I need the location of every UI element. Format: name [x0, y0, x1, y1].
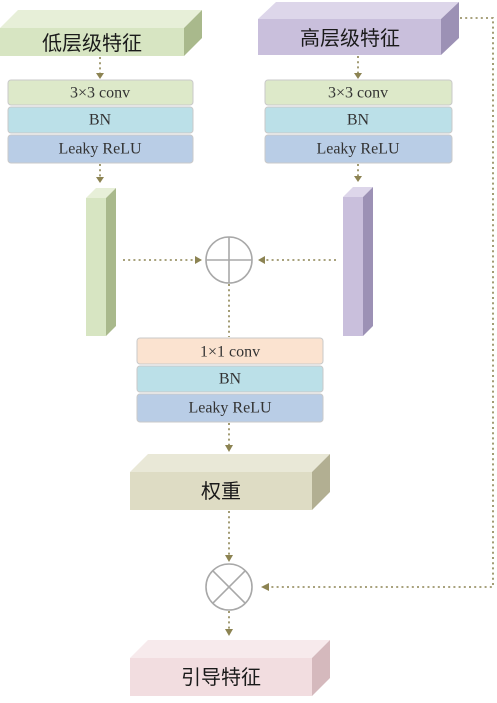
low-feature-top [0, 10, 202, 28]
center-conv1-label: 1×1 conv [200, 344, 260, 361]
high-feature-front [258, 19, 441, 55]
arrow-skip-to-multiply [261, 583, 269, 591]
center-relu-label: Leaky ReLU [188, 400, 272, 417]
left-conv3-label: 3×3 conv [70, 85, 130, 102]
arrow-multiply-to-guided [225, 629, 233, 636]
left-bar-front [86, 198, 106, 336]
guided-feature-top [130, 640, 330, 658]
left-relu-box [7, 134, 194, 164]
arrow-right-stack-to-bar [354, 176, 362, 182]
right-bar-side [363, 187, 373, 336]
center-conv1-box [136, 337, 324, 365]
right-relu-box [264, 134, 453, 164]
arrow-stack-to-weight [225, 445, 233, 452]
weight-top [130, 454, 330, 472]
left-bar-side [106, 188, 116, 336]
right-op-stack: 3×3 conv BN Leaky ReLU [264, 79, 453, 164]
right-bar-front [343, 197, 363, 336]
low-feature-front [0, 28, 184, 56]
arrow-low-to-stack [96, 73, 104, 79]
arrow-high-to-stack [354, 73, 362, 79]
right-conv3-label: 3×3 conv [328, 85, 388, 102]
high-feature-top [258, 2, 459, 19]
arrow-weight-to-multiply [225, 555, 233, 562]
right-feature-bar [343, 187, 373, 336]
low-feature-label: 低层级特征 [42, 31, 142, 55]
weight-front [130, 472, 312, 510]
arrow-left-stack-to-bar [96, 177, 104, 183]
add-op-icon [205, 236, 253, 284]
left-relu-label: Leaky ReLU [58, 141, 142, 158]
left-bn-box [7, 106, 194, 134]
low-feature-block: 低层级特征 [0, 10, 202, 56]
center-relu-box [136, 393, 324, 423]
weight-label: 权重 [201, 479, 241, 503]
guided-feature-block: 引导特征 [130, 640, 330, 696]
right-bn-label: BN [347, 112, 370, 129]
high-feature-side [441, 2, 459, 55]
right-relu-label: Leaky ReLU [316, 141, 400, 158]
guided-feature-side [312, 640, 330, 696]
left-op-stack: 3×3 conv BN Leaky ReLU [7, 79, 194, 164]
arrow-right-bar-to-add [258, 256, 265, 264]
weight-block: 权重 [130, 454, 330, 510]
arrow-left-bar-to-add [195, 256, 202, 264]
center-bn-label: BN [219, 371, 242, 388]
flow-connectors [96, 17, 494, 636]
left-bn-label: BN [89, 112, 112, 129]
high-feature-block: 高层级特征 [258, 2, 459, 55]
guided-feature-front [130, 658, 312, 696]
high-feature-label: 高层级特征 [300, 26, 400, 50]
guided-feature-label: 引导特征 [181, 665, 261, 689]
weight-side [312, 454, 330, 510]
center-op-stack: 1×1 conv BN Leaky ReLU [136, 337, 324, 423]
left-feature-bar [86, 188, 116, 336]
low-feature-side [184, 10, 202, 56]
left-conv3-box [7, 79, 194, 106]
right-bn-box [264, 106, 453, 134]
center-bn-box [136, 365, 324, 393]
flow-skip-connection [268, 17, 494, 588]
right-conv3-box [264, 79, 453, 106]
multiply-op-icon [205, 563, 253, 611]
